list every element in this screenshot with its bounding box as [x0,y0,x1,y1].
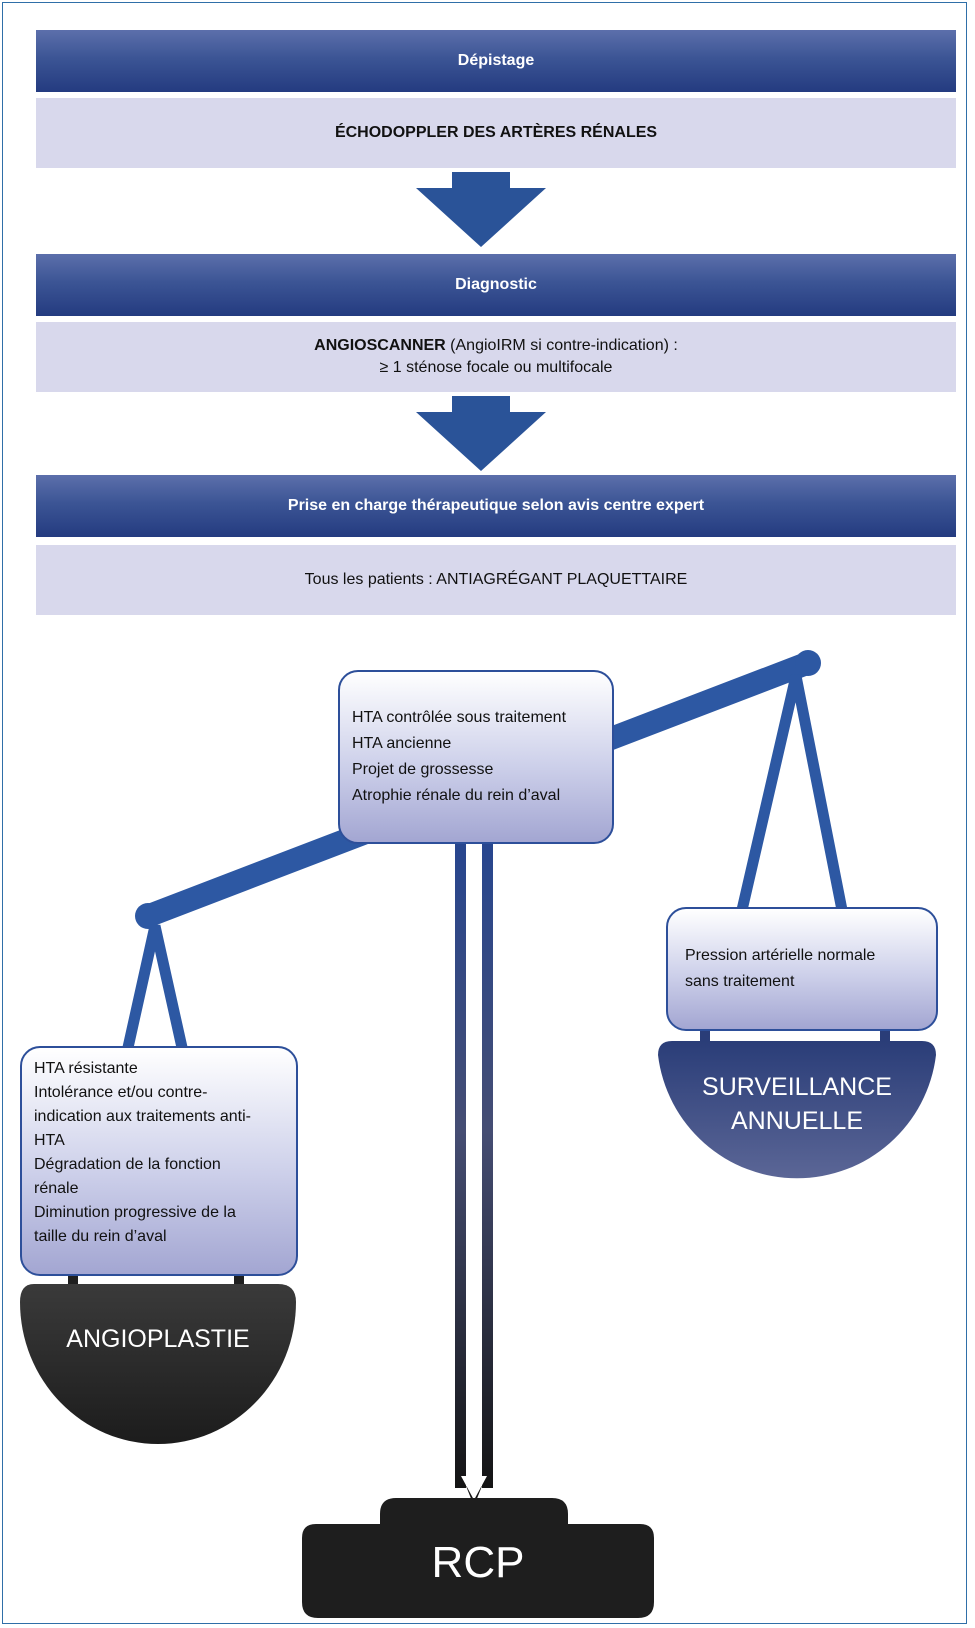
criteria-item: HTA [34,1132,65,1149]
rcp-label: RCP [431,1538,525,1587]
criteria-box-center: HTA contrôlée sous traitement HTA ancien… [338,670,614,844]
step-title: Dépistage [457,52,535,69]
step-content-screening: ÉCHODOPPLER DES ARTÈRES RÉNALES [36,98,956,168]
criteria-box-right: Pression artérielle normale sans traitem… [666,907,938,1031]
criteria-item: sans traitement [685,973,795,990]
step-content-treatment: Tous les patients : ANTIAGRÉGANT PLAQUET… [36,545,956,615]
step-content-line2: ≥ 1 sténose focale ou multifocale [379,359,613,376]
pan-label-angioplasty: ANGIOPLASTIE [66,1325,250,1353]
step-header-screening: Dépistage [36,30,956,92]
criteria-item: Intolérance et/ou contre- [34,1084,208,1101]
criteria-item: indication aux traitements anti- [34,1108,251,1125]
step-content-diagnosis: ANGIOSCANNER (AngioIRM si contre-indicat… [36,322,956,392]
criteria-box-left: HTA résistante Intolérance et/ou contre-… [20,1046,298,1276]
left-pan [20,1284,296,1444]
criteria-item: HTA contrôlée sous traitement [352,709,567,726]
criteria-item: HTA ancienne [352,735,452,752]
pan-label-surveillance: SURVEILLANCE ANNUELLE [702,1073,892,1135]
criteria-item: Atrophie rénale du rein d’aval [352,787,561,804]
criteria-item: Pression artérielle normale [685,947,876,964]
step-content-text: Tous les patients : ANTIAGRÉGANT PLAQUET… [304,571,688,588]
criteria-item: HTA résistante [34,1060,138,1077]
right-pan-hanger [736,674,848,912]
step-content-bold: ÉCHODOPPLER DES ARTÈRES RÉNALES [334,124,658,141]
criteria-item: Diminution progressive de la [34,1204,236,1221]
step-header-treatment: Prise en charge thérapeutique selon avis… [36,475,956,537]
rcp-base [302,1498,654,1618]
left-pan-hanger [121,924,189,1054]
arrow-down-icon [416,396,546,471]
balance-pillar [455,840,466,1488]
step-content-text: (AngioIRM si contre-indication) : [445,337,678,354]
criteria-item: Dégradation de la fonction [34,1156,221,1173]
step-content-bold: ANGIOSCANNER [314,337,446,354]
step-title: Diagnostic [455,276,537,293]
criteria-item: rénale [34,1180,79,1197]
step-header-diagnosis: Diagnostic [36,254,956,316]
right-pan [658,1041,936,1179]
arrow-down-icon [416,172,546,247]
criteria-item: Projet de grossesse [352,761,494,778]
criteria-item: taille du rein d’aval [34,1228,167,1245]
step-title: Prise en charge thérapeutique selon avis… [287,497,705,514]
